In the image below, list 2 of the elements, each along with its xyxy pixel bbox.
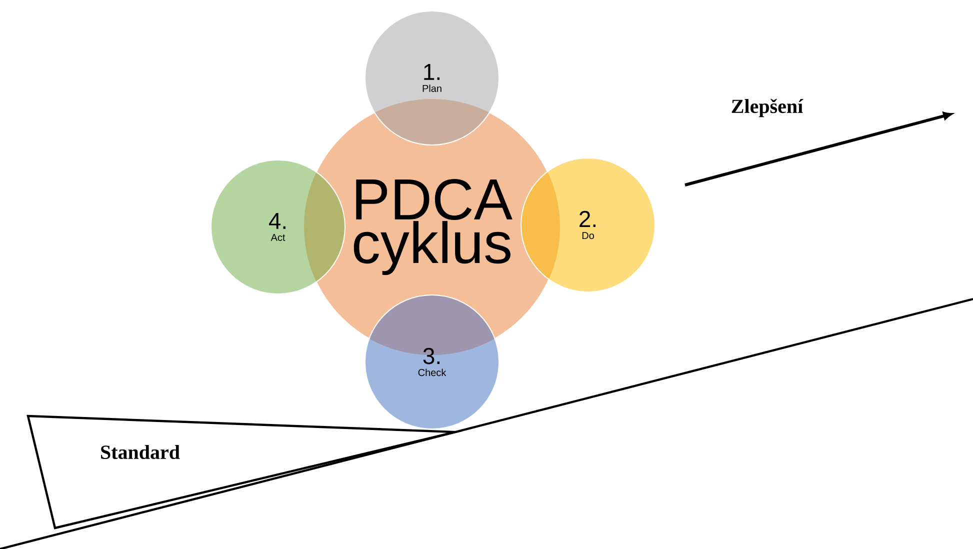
arrow-label: Zlepšení (732, 98, 804, 118)
wedge-triangle: Standard (26, 414, 464, 530)
